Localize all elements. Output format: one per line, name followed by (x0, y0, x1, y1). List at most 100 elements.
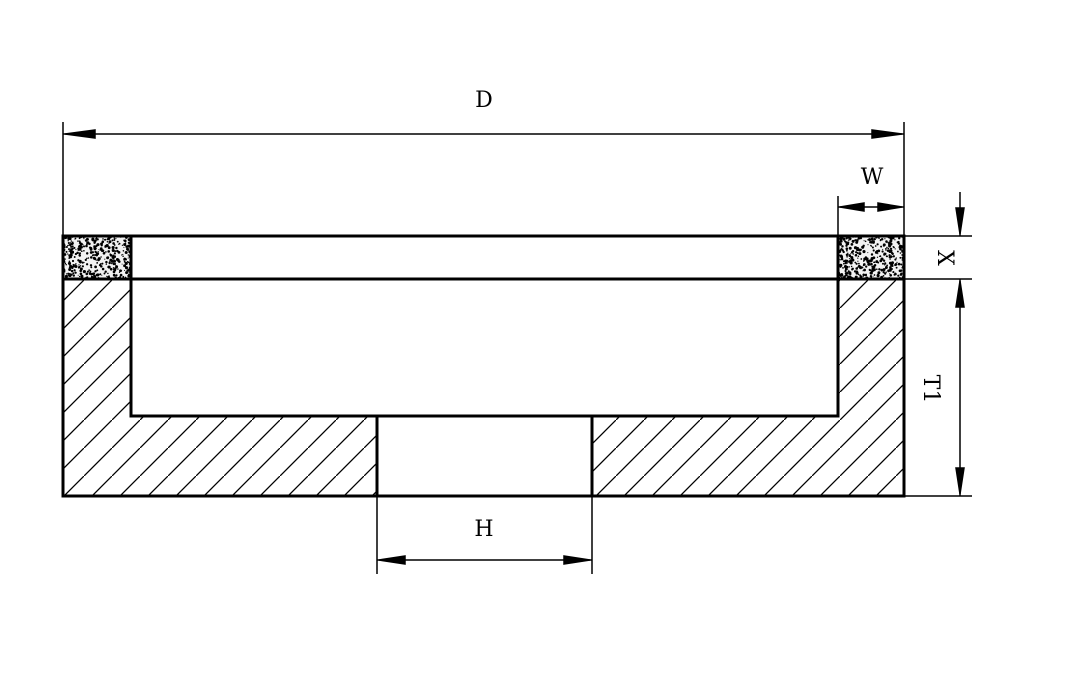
abrasive-grain-dot (838, 242, 841, 245)
abrasive-grain-dot (839, 259, 841, 261)
abrasive-grain-dot (94, 265, 97, 269)
abrasive-grain-dot (115, 274, 117, 277)
abrasive-grain-dot (123, 246, 125, 248)
abrasive-grain-dot (67, 241, 70, 245)
abrasive-grain-dot (71, 259, 75, 263)
abrasive-grain-dot (890, 250, 893, 253)
abrasive-grain-dot (901, 267, 903, 269)
abrasive-grain-dot (78, 254, 82, 257)
abrasive-grain-dot (113, 244, 116, 246)
abrasive-grain-dot (899, 252, 902, 254)
abrasive-grain-dot (79, 272, 83, 276)
abrasive-grain-dot (86, 241, 90, 245)
abrasive-grain-dot (882, 275, 885, 277)
abrasive-grain-dot (891, 253, 894, 255)
abrasive-grain-dot (889, 237, 893, 240)
abrasive-grain-dot (65, 263, 67, 266)
abrasive-grain-dot (93, 272, 95, 274)
abrasive-grain-dot (98, 264, 102, 267)
abrasive-grain-dot (844, 262, 847, 265)
abrasive-grain-dot (838, 259, 840, 262)
abrasive-grain-dot (106, 241, 109, 243)
abrasive-grain-dot (895, 266, 898, 269)
abrasive-grain-dot (111, 249, 113, 251)
abrasive-grain-dot (101, 247, 103, 250)
abrasive-grain-dot (902, 236, 904, 238)
label-t1: T1 (918, 375, 943, 404)
abrasive-grain-dot (897, 274, 900, 277)
abrasive-grain-dot (93, 254, 96, 256)
dimension-x (904, 192, 972, 496)
abrasive-grain-dot (129, 255, 131, 257)
abrasive-grain-dot (882, 271, 885, 274)
abrasive-grain-dot (876, 274, 880, 278)
abrasive-grain-dot (128, 266, 131, 270)
abrasive-grain-dot (82, 245, 86, 248)
abrasive-grain-dot (128, 250, 131, 254)
abrasive-layer (61, 234, 906, 281)
abrasive-grain-dot (851, 239, 855, 243)
abrasive-grain-dot (848, 266, 851, 268)
abrasive-grain-dot (869, 271, 873, 275)
abrasive-grain-dot (901, 254, 904, 256)
abrasive-grain-dot (115, 258, 119, 261)
abrasive-grain-dot (69, 249, 72, 253)
abrasive-grain-dot (121, 254, 123, 256)
dimension-w (837, 196, 904, 236)
abrasive-grain-dot (872, 275, 874, 277)
abrasive-grain-dot (848, 257, 850, 260)
abrasive-grain-dot (863, 257, 867, 261)
abrasive-grain-dot (885, 271, 887, 273)
abrasive-grain-dot (878, 237, 880, 239)
abrasive-grain-dot (75, 248, 77, 251)
abrasive-grain-dot (860, 258, 863, 260)
abrasive-grain-dot (855, 240, 859, 243)
abrasive-grain-dot (892, 271, 895, 274)
abrasive-grain-dot (124, 269, 126, 271)
abrasive-grain-dot (95, 238, 97, 240)
abrasive-grain-dot (894, 258, 897, 261)
abrasive-grain-dot (71, 267, 74, 270)
abrasive-grain-dot (889, 274, 892, 277)
abrasive-grain-dot (879, 259, 883, 263)
abrasive-grain-dot (97, 277, 99, 279)
abrasive-grain-dot (69, 255, 73, 259)
abrasive-grain-dot (69, 272, 71, 275)
abrasive-grain-dot (862, 244, 865, 247)
abrasive-grain-dot (67, 272, 70, 275)
abrasive-grain-dot (848, 275, 852, 279)
abrasive-grain-dot (114, 263, 116, 266)
abrasive-grain-dot (69, 264, 72, 268)
abrasive-grain-dot (884, 272, 887, 275)
abrasive-grain-dot (900, 270, 902, 272)
abrasive-grain-dot (873, 261, 876, 264)
abrasive-grain-dot (64, 262, 67, 265)
abrasive-grain-dot (91, 254, 94, 257)
abrasive-grain-dot (857, 257, 859, 259)
abrasive-grain-dot (845, 237, 848, 240)
abrasive-grain-dot (112, 273, 116, 277)
abrasive-grain-dot (842, 260, 846, 263)
abrasive-grain-dot (72, 242, 74, 245)
abrasive-grain-dot (69, 248, 72, 250)
abrasive-grain-dot (90, 256, 93, 259)
abrasive-grain-dot (118, 260, 121, 263)
abrasive-grain-dot (100, 249, 104, 253)
abrasive-grain-dot (107, 272, 109, 275)
abrasive-grain-dot (128, 254, 131, 259)
abrasive-grain-dot (889, 261, 891, 263)
abrasive-grain-dot (64, 244, 66, 246)
abrasive-grain-dot (111, 239, 114, 242)
abrasive-grain-dot (866, 260, 868, 262)
abrasive-grain-dot (847, 252, 849, 255)
abrasive-grain-dot (72, 263, 75, 266)
abrasive-grain-dot (70, 242, 74, 246)
abrasive-grain-dot (871, 265, 874, 268)
abrasive-grain-dot (894, 248, 896, 250)
abrasive-grain-dot (70, 269, 74, 273)
abrasive-grain-dot (880, 245, 883, 248)
abrasive-grain-dot (876, 256, 879, 258)
abrasive-grain-dot (844, 269, 847, 273)
abrasive-grain-dot (89, 264, 93, 267)
abrasive-grain-dot (849, 272, 852, 276)
